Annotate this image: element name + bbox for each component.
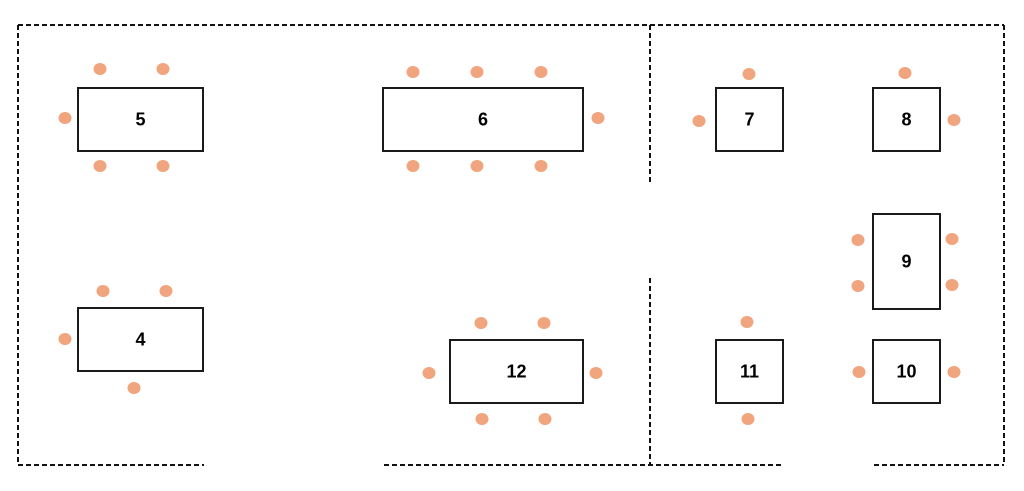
chair[interactable] bbox=[537, 317, 551, 329]
chair[interactable] bbox=[406, 66, 420, 78]
chair[interactable] bbox=[93, 63, 107, 75]
chair[interactable] bbox=[851, 234, 865, 246]
table-number: 8 bbox=[901, 110, 911, 130]
chair[interactable] bbox=[898, 67, 912, 79]
chair[interactable] bbox=[422, 367, 436, 379]
table-6[interactable]: 6 bbox=[382, 66, 605, 172]
table-shape[interactable] bbox=[715, 339, 784, 404]
chair[interactable] bbox=[96, 285, 110, 297]
chair[interactable] bbox=[945, 233, 959, 245]
table-number: 5 bbox=[135, 110, 145, 130]
chair[interactable] bbox=[589, 367, 603, 379]
table-shape[interactable] bbox=[77, 307, 204, 372]
chair[interactable] bbox=[156, 63, 170, 75]
chair[interactable] bbox=[406, 160, 420, 172]
chair[interactable] bbox=[852, 366, 866, 378]
chair[interactable] bbox=[474, 317, 488, 329]
table-shape[interactable] bbox=[715, 87, 784, 152]
table-shape[interactable] bbox=[449, 339, 584, 404]
chair[interactable] bbox=[127, 382, 141, 394]
chair[interactable] bbox=[475, 413, 489, 425]
walls bbox=[17, 24, 1005, 466]
table-11[interactable]: 11 bbox=[715, 316, 784, 425]
table-number: 10 bbox=[896, 362, 916, 382]
chair[interactable] bbox=[945, 279, 959, 291]
table-number: 4 bbox=[135, 330, 145, 350]
chair[interactable] bbox=[470, 160, 484, 172]
table-number: 7 bbox=[744, 110, 754, 130]
table-10[interactable]: 10 bbox=[852, 339, 961, 404]
table-number: 12 bbox=[506, 362, 526, 382]
table-shape[interactable] bbox=[872, 339, 941, 404]
table-number: 6 bbox=[478, 110, 488, 130]
chair[interactable] bbox=[851, 280, 865, 292]
chair[interactable] bbox=[741, 413, 755, 425]
chair[interactable] bbox=[742, 68, 756, 80]
table-shape[interactable] bbox=[382, 87, 584, 152]
chair[interactable] bbox=[58, 112, 72, 124]
chair[interactable] bbox=[538, 413, 552, 425]
chair[interactable] bbox=[470, 66, 484, 78]
chair[interactable] bbox=[947, 366, 961, 378]
chair[interactable] bbox=[156, 160, 170, 172]
chair[interactable] bbox=[947, 114, 961, 126]
table-12[interactable]: 12 bbox=[422, 317, 603, 425]
table-4[interactable]: 4 bbox=[58, 285, 204, 394]
chair[interactable] bbox=[159, 285, 173, 297]
table-5[interactable]: 5 bbox=[58, 63, 204, 172]
table-number: 9 bbox=[901, 252, 911, 272]
table-shape[interactable] bbox=[872, 213, 941, 310]
chair[interactable] bbox=[93, 160, 107, 172]
table-7[interactable]: 7 bbox=[692, 68, 784, 152]
chair[interactable] bbox=[591, 112, 605, 124]
chair[interactable] bbox=[534, 66, 548, 78]
table-8[interactable]: 8 bbox=[872, 67, 961, 152]
table-number: 11 bbox=[740, 362, 759, 382]
table-shape[interactable] bbox=[872, 87, 941, 152]
chair[interactable] bbox=[534, 160, 548, 172]
table-9[interactable]: 9 bbox=[851, 213, 959, 310]
chair[interactable] bbox=[740, 316, 754, 328]
chair[interactable] bbox=[58, 333, 72, 345]
table-shape[interactable] bbox=[77, 87, 204, 152]
chair[interactable] bbox=[692, 115, 706, 127]
